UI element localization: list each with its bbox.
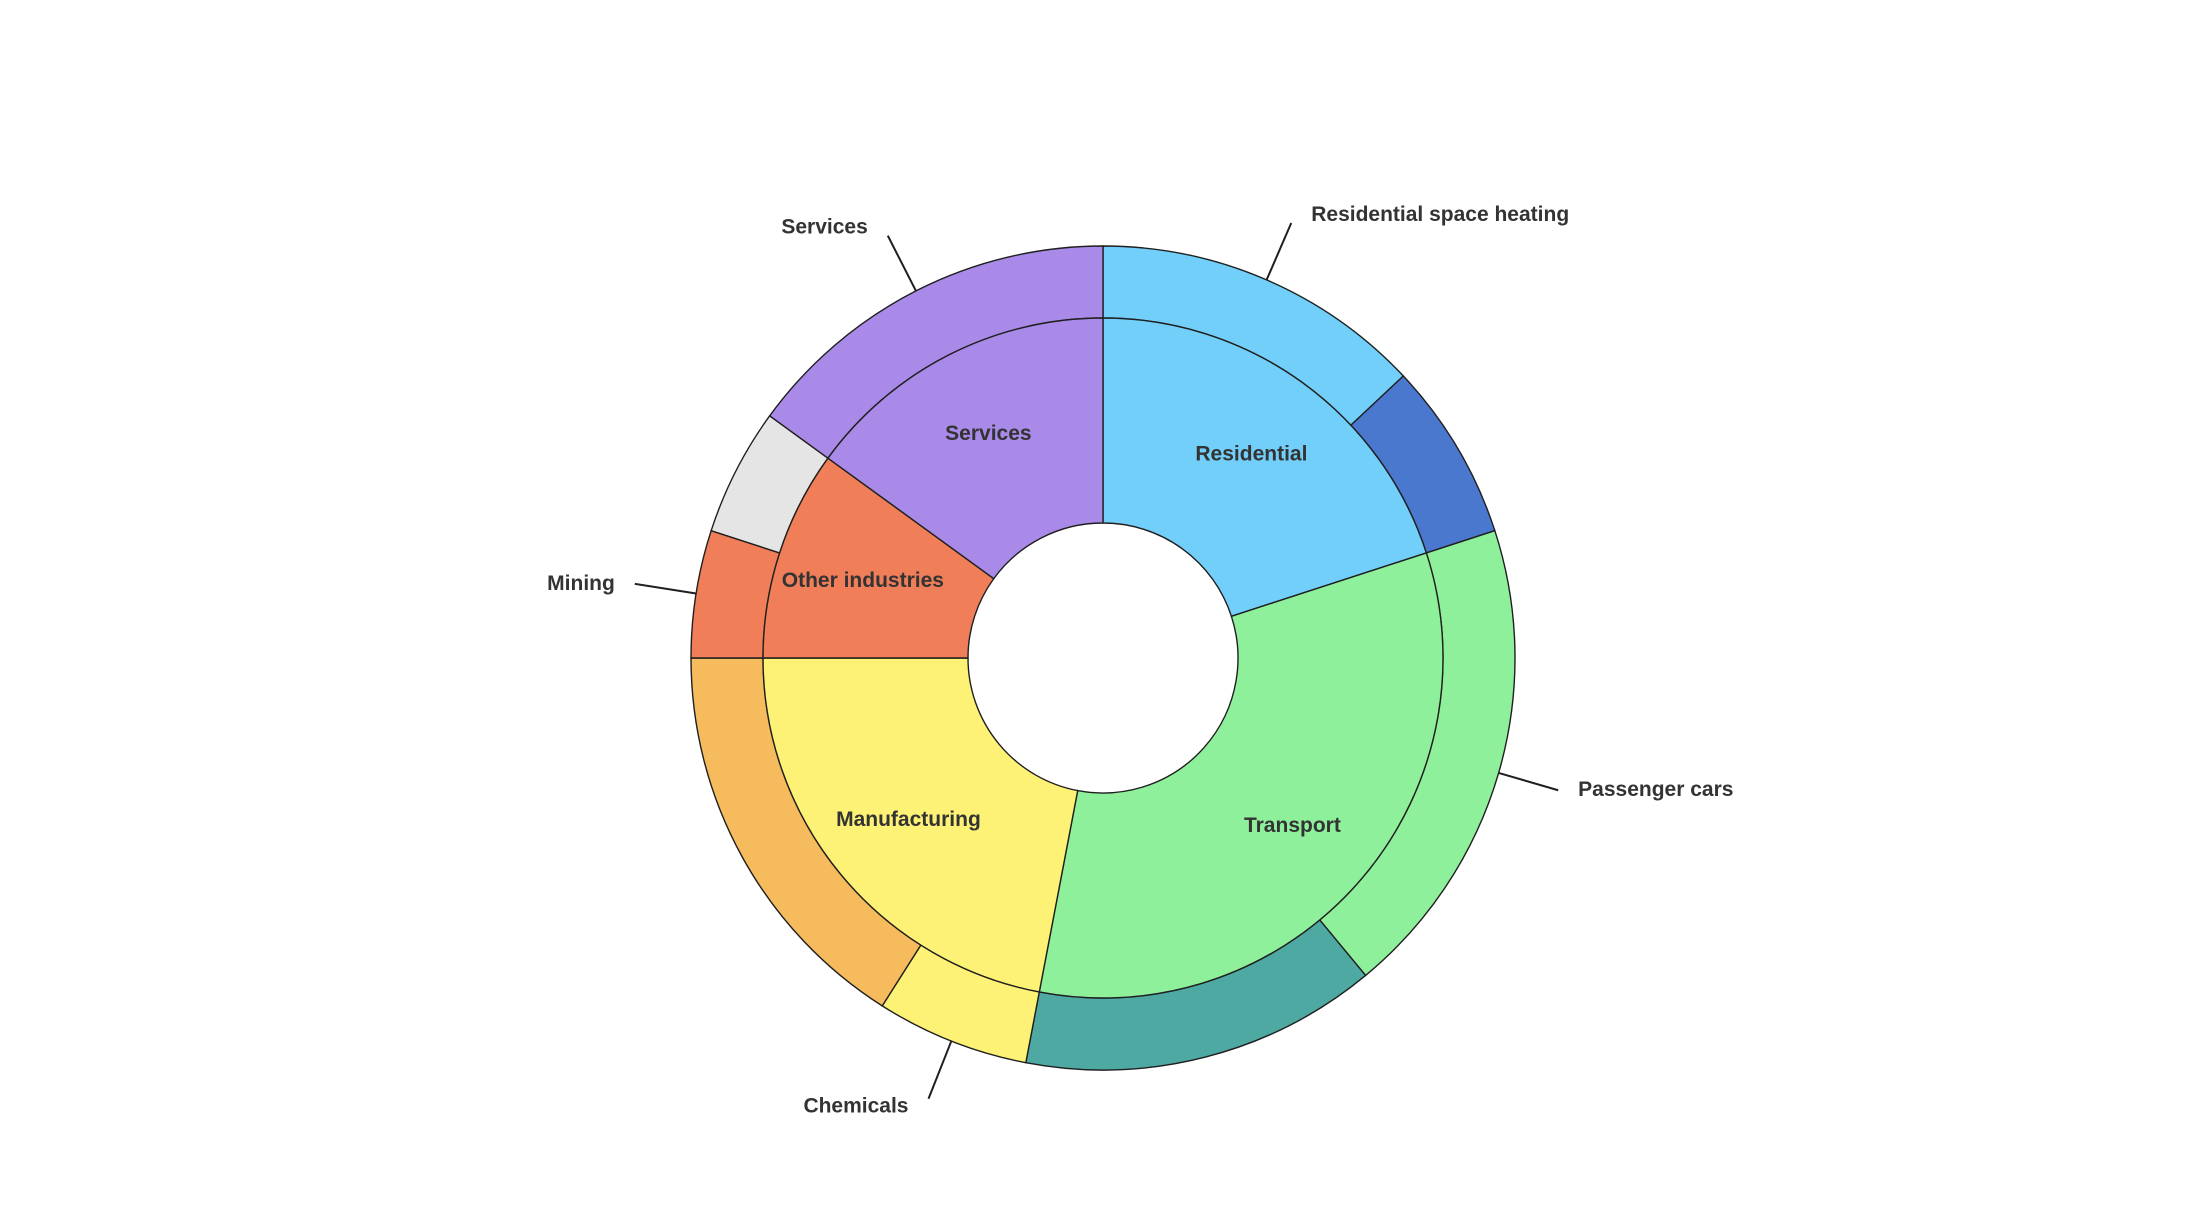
leader-line-services: [886, 235, 917, 292]
outer-label-chemicals: Chemicals: [803, 1095, 908, 1118]
inner-label-residential: Residential: [1195, 443, 1307, 466]
leader-line-residential-space-heating: [1265, 222, 1293, 281]
outer-label-passenger-cars: Passenger cars: [1578, 778, 1733, 801]
leader-line-passenger-cars: [1498, 771, 1559, 792]
inner-label-other-industries: Other industries: [782, 569, 944, 592]
inner-label-transport: Transport: [1244, 814, 1341, 837]
outer-ring: [690, 245, 1516, 1071]
outer-label-mining: Mining: [547, 572, 615, 595]
leader-line-mining: [634, 582, 697, 595]
inner-slice-services: [826, 317, 1104, 580]
leader-line-chemicals: [927, 1040, 953, 1100]
outer-label-residential-space-heating: Residential space heating: [1311, 203, 1569, 226]
outer-label-services: Services: [781, 216, 867, 239]
inner-slice-other-industries: [762, 457, 995, 659]
inner-slice-residential: [1102, 317, 1428, 618]
inner-label-manufacturing: Manufacturing: [836, 808, 981, 831]
inner-ring: [762, 317, 1444, 999]
inner-slice-manufacturing: [762, 657, 1079, 993]
inner-slice-transport: [1038, 552, 1444, 999]
leader-lines: [634, 222, 1559, 1100]
inner-label-services: Services: [945, 422, 1031, 445]
